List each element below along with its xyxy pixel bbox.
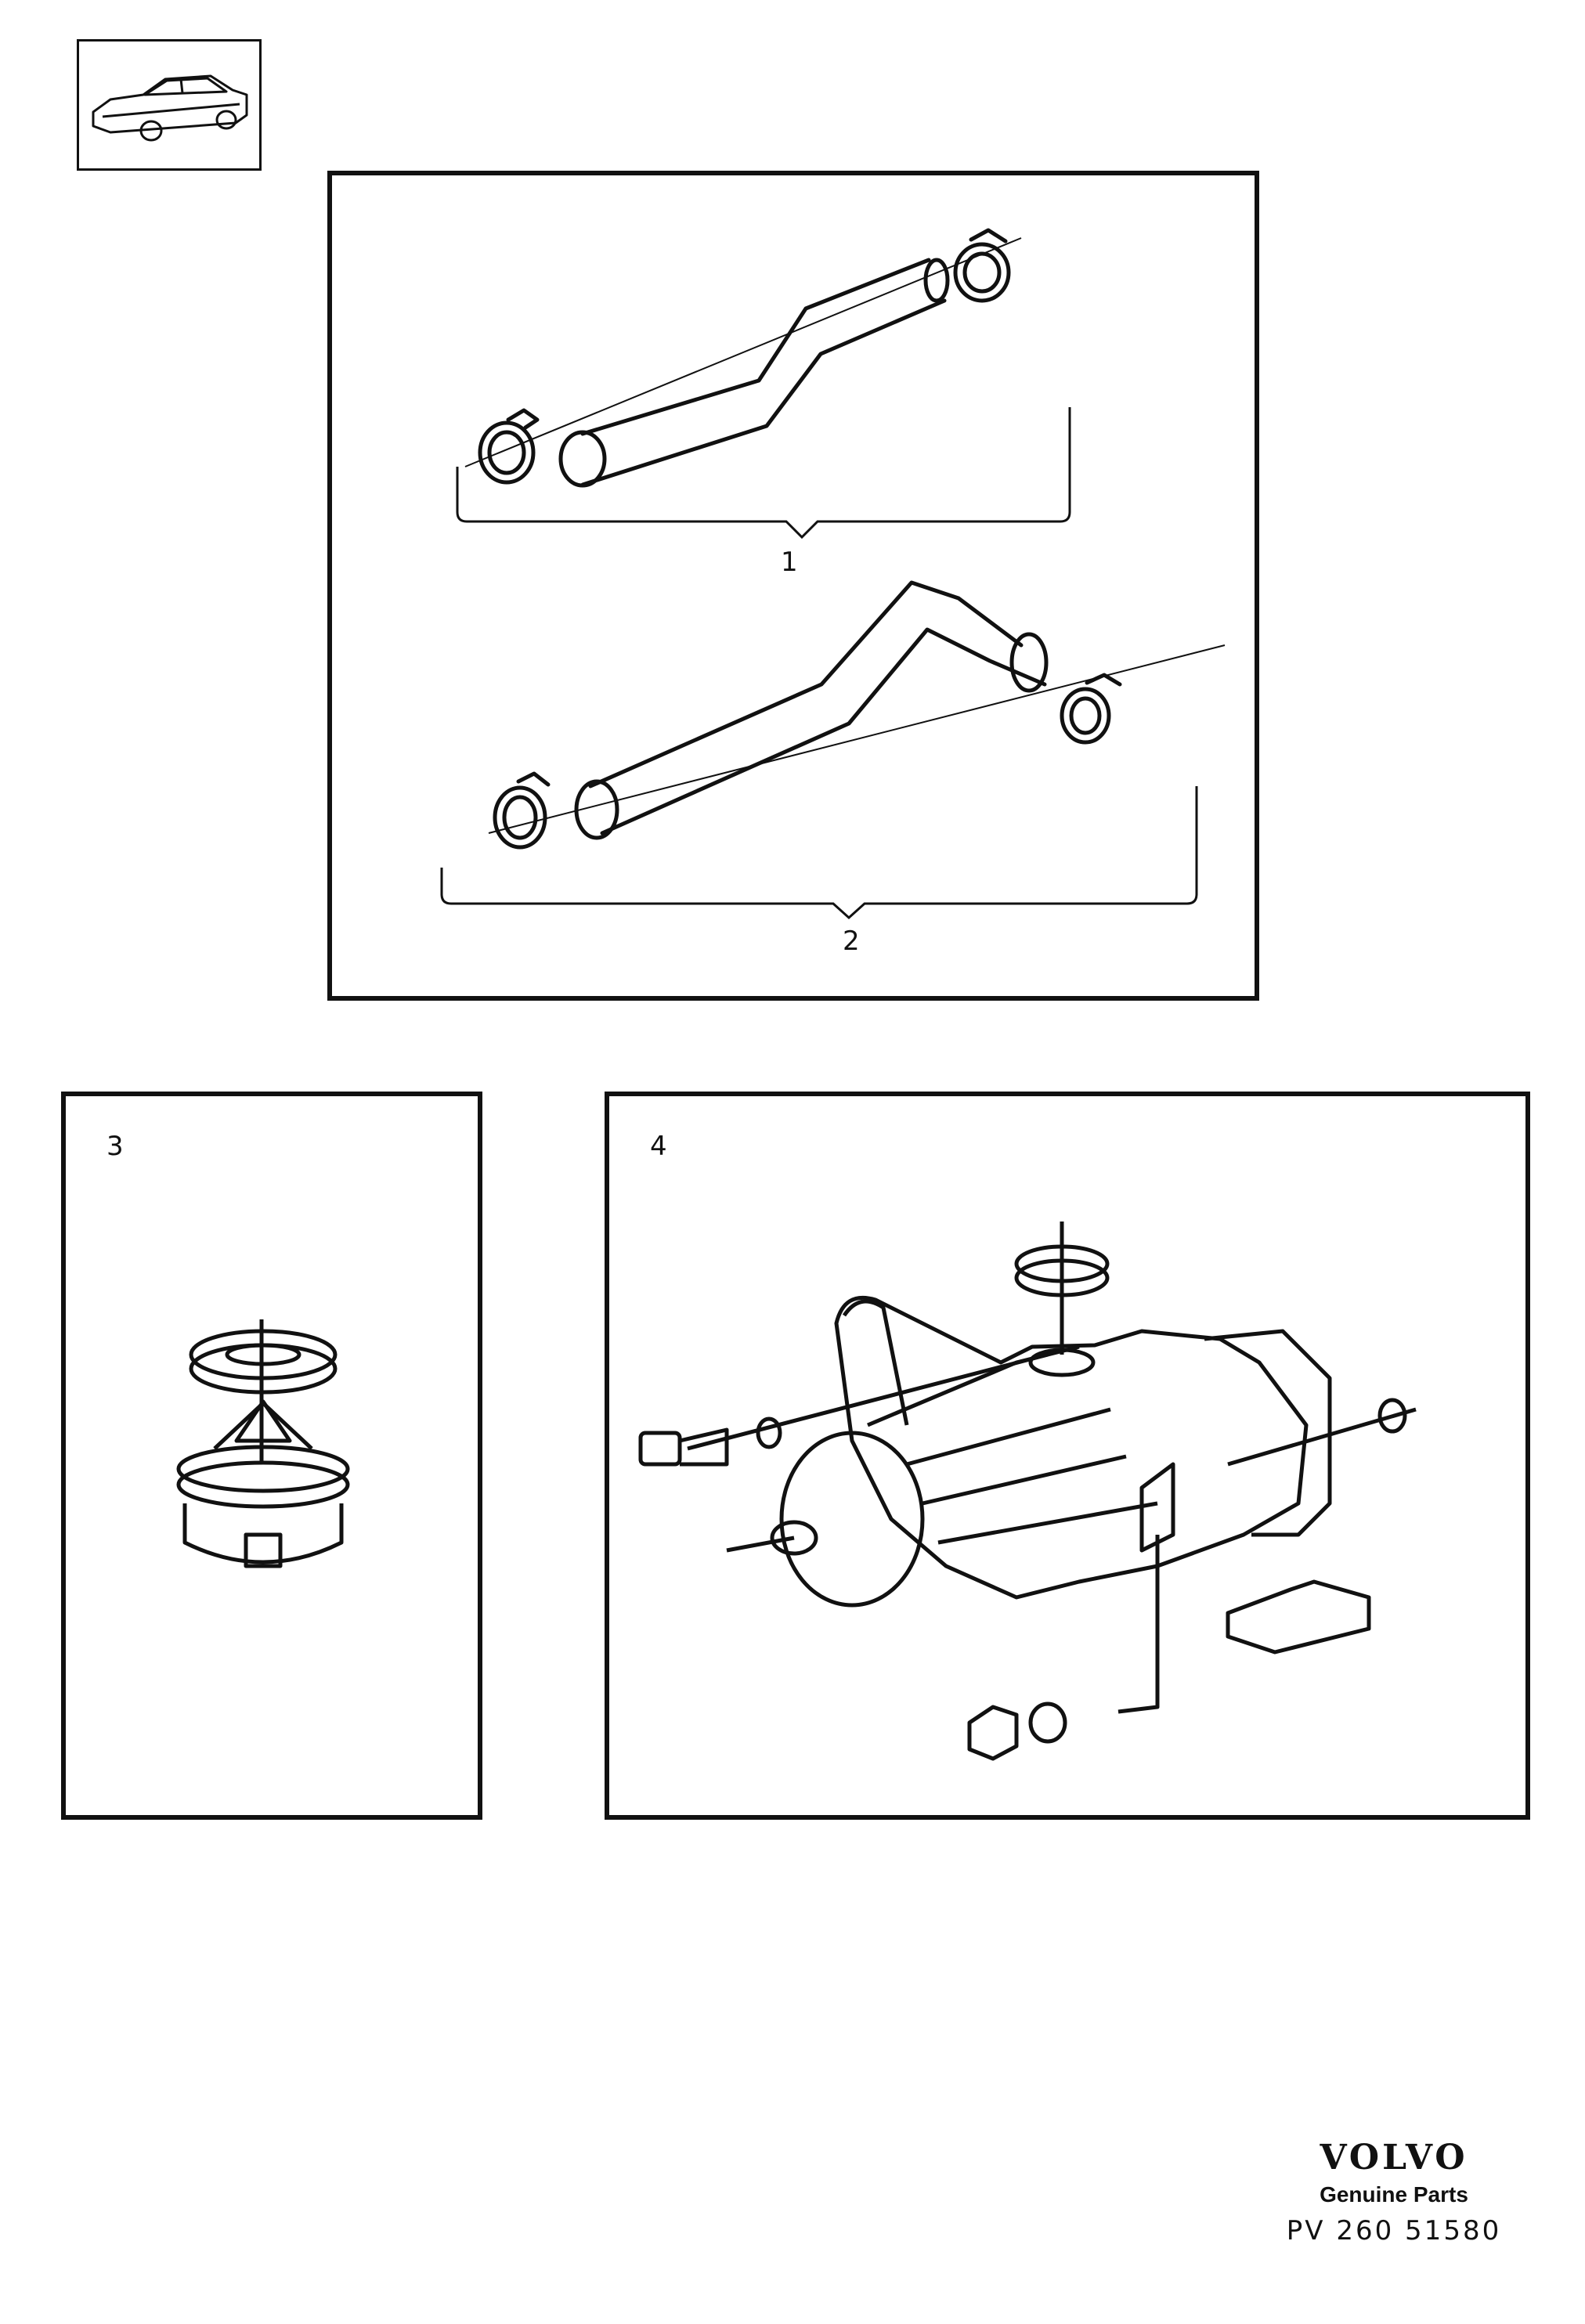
water-pump-panel: 3	[61, 1092, 482, 1820]
hose-diagram	[440, 228, 1226, 920]
brand-logo: VOLVO	[1320, 2138, 1468, 2178]
panel-label-3: 3	[107, 1131, 124, 1162]
pump-assembly-panel: 4	[605, 1092, 1530, 1820]
hose-panel: 1 2	[327, 171, 1259, 1001]
panel-label-4: 4	[650, 1131, 667, 1162]
car-thumbnail-icon	[92, 74, 248, 142]
water-pump-diagram	[176, 1319, 350, 1568]
callout-1: 1	[781, 547, 798, 578]
drawing-code: PV 260 51580	[1286, 2215, 1502, 2246]
vehicle-thumbnail	[77, 39, 262, 171]
pump-assembly-diagram	[638, 1222, 1417, 1761]
callout-2: 2	[843, 926, 860, 957]
brand-block: VOLVO Genuine Parts PV 260 51580	[1253, 2138, 1535, 2246]
brand-tagline: Genuine Parts	[1320, 2182, 1468, 2207]
